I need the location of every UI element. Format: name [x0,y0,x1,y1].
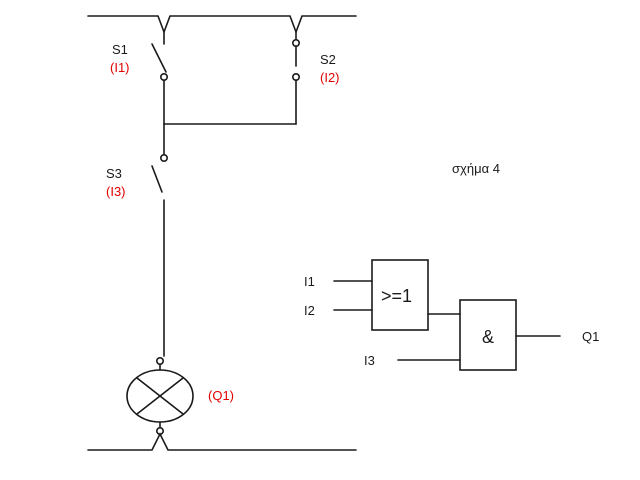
bottom-power-rail [87,432,357,451]
or-gate [333,259,461,331]
s1-switch [151,31,169,125]
s2-label: S2 [320,52,336,67]
s1-label: S1 [112,42,128,57]
or-gate-symbol: >=1 [381,286,412,306]
s2-address: (I2) [320,70,340,85]
s3-switch [151,123,169,357]
and-gate [397,299,561,371]
figure-caption: σχήμα 4 [452,161,500,176]
s3-address: (I3) [106,184,126,199]
or-input-label-1: I1 [304,274,315,289]
s3-label: S3 [106,166,122,181]
and-gate-symbol: & [482,327,494,347]
or-input-label-2: I2 [304,303,315,318]
and-input-label-i3: I3 [364,353,375,368]
s1-address: (I1) [110,60,130,75]
lamp-address: (Q1) [208,388,234,403]
top-power-rail [87,15,357,35]
output-label-q1: Q1 [582,329,599,344]
lamp-q1 [126,356,194,435]
s2-switch [291,31,300,125]
